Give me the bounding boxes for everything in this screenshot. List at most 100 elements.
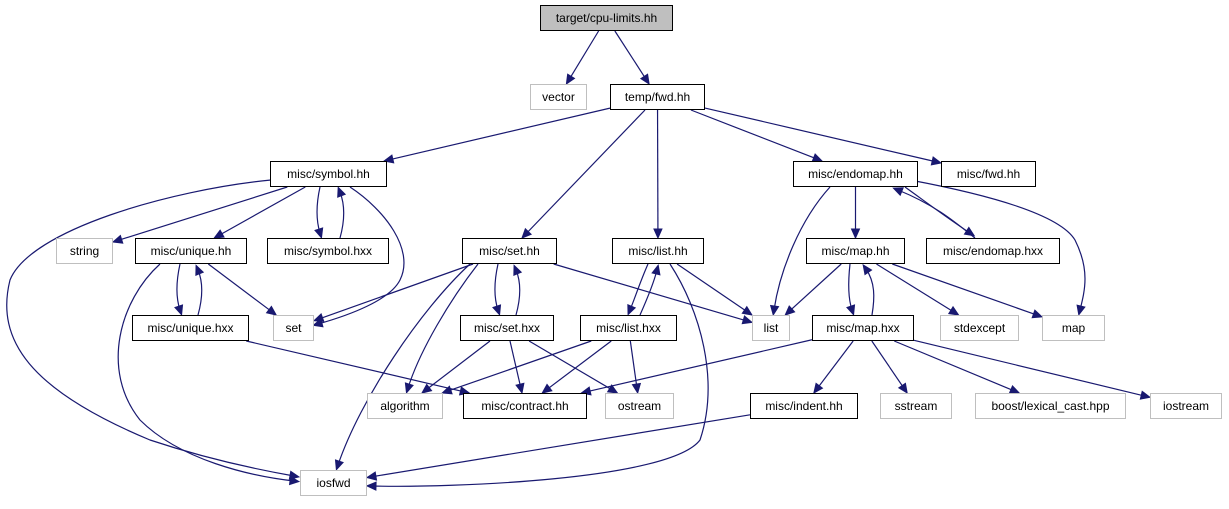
node-misc-contract-hh[interactable]: misc/contract.hh <box>463 393 587 419</box>
node-misc-fwd-hh[interactable]: misc/fwd.hh <box>941 161 1036 187</box>
edge-unique-hh-to-unique-hxx-arrowhead <box>175 305 183 315</box>
node-iosfwd: iosfwd <box>300 470 367 496</box>
edge-temp-fwd-to-endomap-hh <box>691 110 815 158</box>
edge-symbol-hh-to-string <box>121 187 288 240</box>
edge-set-hh-to-set <box>322 264 473 318</box>
edge-map-hxx-to-indent-hh-arrowhead <box>814 383 823 393</box>
node-misc-endomap-hxx[interactable]: misc/endomap.hxx <box>926 238 1060 264</box>
edge-list-hxx-to-ostream <box>630 341 636 385</box>
edge-list-hh-to-iosfwd-arrowhead <box>367 482 376 490</box>
node-sstream: sstream <box>880 393 952 419</box>
node-vector: vector <box>530 84 587 110</box>
edge-set-hh-to-algorithm-arrowhead <box>405 383 413 393</box>
edge-set-hxx-to-algorithm-arrowhead <box>422 384 432 393</box>
edge-map-hh-to-stdexcept <box>876 264 951 311</box>
edge-endomap-hxx-to-endomap-hh <box>898 190 975 238</box>
node-ostream: ostream <box>605 393 674 419</box>
node-misc-indent-hh[interactable]: misc/indent.hh <box>750 393 858 419</box>
node-misc-map-hxx[interactable]: misc/map.hxx <box>812 315 914 341</box>
node-misc-unique-hh[interactable]: misc/unique.hh <box>135 238 247 264</box>
edge-symbol-hh-to-string-arrowhead <box>113 235 123 243</box>
edge-endomap-hh-to-map-arrowhead <box>1077 305 1085 315</box>
node-set: set <box>273 315 314 341</box>
node-misc-symbol-hxx[interactable]: misc/symbol.hxx <box>267 238 389 264</box>
edge-list-hxx-to-contract-hh-arrowhead <box>542 384 552 393</box>
node-list: list <box>752 315 790 341</box>
edge-unique-hh-to-set <box>208 264 269 310</box>
edge-map-hxx-to-sstream <box>872 341 903 386</box>
edge-set-hh-to-iosfwd <box>338 264 470 465</box>
edge-unique-hxx-to-unique-hh-arrowhead <box>196 265 203 275</box>
edge-set-hh-to-set-hxx-arrowhead <box>493 305 501 315</box>
edge-cpu-limits-to-temp-fwd <box>615 31 645 77</box>
edge-temp-fwd-to-misc-fwd <box>705 108 933 161</box>
node-stdexcept: stdexcept <box>940 315 1019 341</box>
edge-map-hh-to-map-hxx <box>849 264 852 310</box>
node-misc-unique-hxx[interactable]: misc/unique.hxx <box>132 315 249 341</box>
node-misc-list-hh[interactable]: misc/list.hh <box>612 238 704 264</box>
edge-unique-hh-to-unique-hxx <box>177 264 180 310</box>
edge-set-hh-to-list-arrowhead <box>742 316 752 324</box>
edge-set-hh-to-iosfwd-arrowhead <box>335 460 343 470</box>
edge-endomap-hh-to-list-arrowhead <box>771 305 779 314</box>
edge-map-hxx-to-contract-hh <box>589 340 812 391</box>
edge-unique-hxx-to-contract-hh <box>246 341 461 391</box>
edge-map-hxx-to-map-hh <box>866 269 874 315</box>
edge-map-hxx-to-lexical-cast <box>894 341 1012 390</box>
edge-unique-hh-to-set-arrowhead <box>267 306 277 315</box>
edge-cpu-limits-to-temp-fwd-arrowhead <box>641 74 649 84</box>
edge-list-hxx-to-ostream-arrowhead <box>632 384 640 393</box>
edge-symbol-hh-to-symbol-hxx-arrowhead <box>315 228 323 238</box>
edge-set-hxx-to-set-hh <box>516 270 520 315</box>
node-string: string <box>56 238 113 264</box>
edge-temp-fwd-to-set-hh <box>528 110 645 232</box>
edge-map-hh-to-map <box>892 264 1034 314</box>
node-iostream: iostream <box>1150 393 1222 419</box>
edge-endomap-hh-to-map-hh-arrowhead <box>852 229 860 238</box>
edge-map-hxx-to-indent-hh <box>819 341 854 387</box>
edge-unique-hxx-to-unique-hh <box>198 270 202 315</box>
edge-map-hxx-to-map-hh-arrowhead <box>863 265 871 275</box>
edge-map-hxx-to-iostream <box>914 340 1142 395</box>
node-misc-list-hxx[interactable]: misc/list.hxx <box>580 315 677 341</box>
edge-set-hxx-to-algorithm <box>428 341 490 388</box>
edge-map-hh-to-list <box>791 264 841 310</box>
edge-indent-hh-to-iosfwd-arrowhead <box>367 472 377 480</box>
node-misc-map-hh[interactable]: misc/map.hh <box>806 238 905 264</box>
edge-map-hh-to-map-hxx-arrowhead <box>847 305 855 315</box>
node-misc-endomap-hh[interactable]: misc/endomap.hh <box>793 161 918 187</box>
edge-temp-fwd-to-misc-fwd-arrowhead <box>931 157 941 165</box>
node-boost-lexical-cast-hpp: boost/lexical_cast.hpp <box>975 393 1126 419</box>
edge-map-hxx-to-sstream-arrowhead <box>899 383 907 393</box>
node-misc-set-hxx[interactable]: misc/set.hxx <box>460 315 554 341</box>
edge-cpu-limits-to-vector <box>571 31 599 77</box>
edge-temp-fwd-to-symbol-hh <box>392 108 610 159</box>
node-misc-set-hh[interactable]: misc/set.hh <box>462 238 557 264</box>
edge-list-hxx-to-list-hh-arrowhead <box>652 265 660 275</box>
node-algorithm: algorithm <box>367 393 443 419</box>
node-map: map <box>1042 315 1105 341</box>
edge-endomap-hh-to-endomap-hxx-arrowhead <box>964 227 974 235</box>
edge-symbol-hxx-to-symbol-hh <box>340 192 344 238</box>
edge-set-hxx-to-set-hh-arrowhead <box>514 265 521 275</box>
edge-symbol-hh-to-symbol-hxx <box>317 187 320 233</box>
edge-endomap-hxx-to-endomap-hh-arrowhead <box>893 188 903 195</box>
edge-temp-fwd-to-list-hh-arrowhead <box>654 229 662 238</box>
edge-list-hxx-to-contract-hh <box>549 341 612 388</box>
node-misc-symbol-hh[interactable]: misc/symbol.hh <box>270 161 387 187</box>
edge-set-hxx-to-contract-hh-arrowhead <box>516 383 524 393</box>
edge-cpu-limits-to-vector-arrowhead <box>566 74 574 84</box>
edge-map-hh-to-stdexcept-arrowhead <box>949 307 959 315</box>
edge-set-hxx-to-contract-hh <box>510 341 520 385</box>
node-temp-fwd-hh[interactable]: temp/fwd.hh <box>610 84 705 110</box>
edge-map-hh-to-map-arrowhead <box>1032 310 1042 318</box>
edge-set-hh-to-set-arrowhead <box>314 314 324 322</box>
edge-list-hh-to-list-hxx-arrowhead <box>628 305 635 315</box>
node-target-cpu-limits-hh[interactable]: target/cpu-limits.hh <box>540 5 673 31</box>
edge-symbol-hxx-to-symbol-hh-arrowhead <box>338 187 345 197</box>
edge-map-hxx-to-iostream-arrowhead <box>1140 391 1150 399</box>
edge-list-hh-to-list-arrowhead <box>742 307 752 315</box>
edge-symbol-hh-to-unique-hh-arrowhead <box>214 230 224 238</box>
edge-unique-hh-to-iosfwd <box>118 264 294 481</box>
